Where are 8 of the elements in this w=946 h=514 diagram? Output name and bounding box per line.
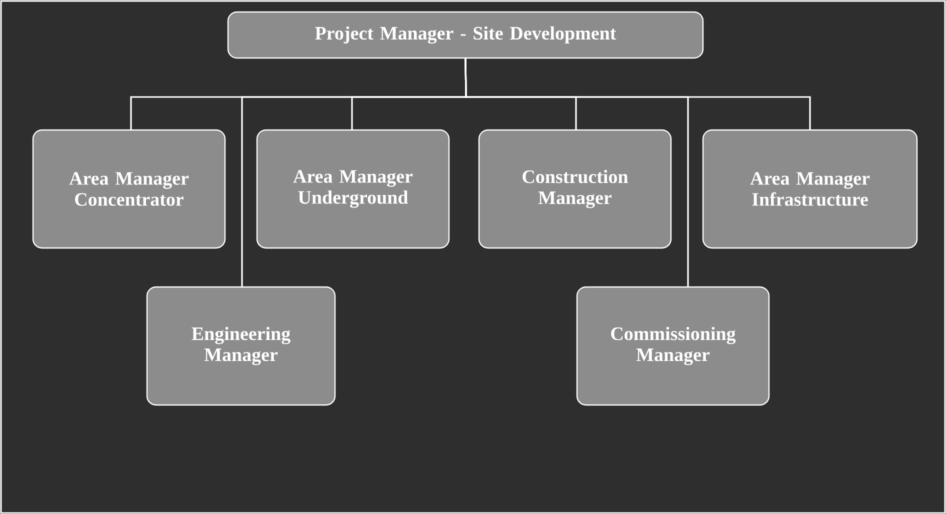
connector-line (464, 58, 811, 130)
position-box: Engineering Manager (146, 286, 336, 406)
position-box: Area Manager Underground (256, 129, 450, 249)
position-box: Project Manager - Site Development (227, 11, 704, 59)
position-box: Commissioning Manager (576, 286, 770, 406)
position-box: Area Manager Concentrator (32, 129, 226, 249)
position-box: Area Manager Infrastructure (702, 129, 918, 249)
position-box: Construction Manager (478, 129, 672, 249)
